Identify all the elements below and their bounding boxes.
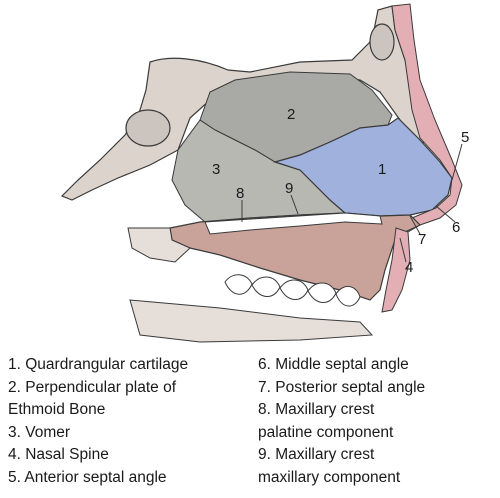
pointer-9 bbox=[290, 194, 299, 215]
lower-jaw bbox=[129, 299, 374, 343]
marker-9: 9 bbox=[285, 180, 293, 197]
legend-item-4: 4. Nasal Spine bbox=[8, 446, 109, 463]
marker-2: 2 bbox=[287, 106, 295, 123]
legend-right-column: 6. Middle septal angle 7. Posterior sept… bbox=[258, 354, 498, 489]
legend-item-7: 7. Posterior septal angle bbox=[258, 378, 426, 396]
legend-item-5: 5. Anterior septal angle bbox=[8, 468, 167, 486]
nasal-septum-illustration: 1 2 3 4 5 6 7 8 9 bbox=[60, 3, 469, 343]
soft-palate bbox=[127, 227, 191, 263]
pointer-4 bbox=[399, 237, 407, 263]
legend-item-3: 3. Vomer bbox=[8, 423, 71, 441]
legend-item-8: 8. Maxillary crest palatine component bbox=[258, 401, 394, 441]
teeth bbox=[224, 274, 361, 307]
legend-item-1: 1. Quardrangular cartilage bbox=[8, 356, 189, 373]
marker-3: 3 bbox=[212, 161, 220, 178]
sphenoid-sinus bbox=[125, 109, 171, 147]
legend-item-6: 6. Middle septal angle bbox=[258, 356, 409, 373]
legend-left-column: 1. Quardrangular cartilage 2. Perpendicu… bbox=[8, 354, 258, 489]
marker-1: 1 bbox=[378, 161, 386, 178]
frontal-sinus bbox=[369, 23, 395, 61]
legend-item-2: 2. Perpendicular plate of Ethmoid Bone bbox=[8, 378, 177, 419]
marker-8: 8 bbox=[236, 185, 244, 202]
marker-7: 7 bbox=[418, 231, 426, 248]
pointer-6 bbox=[435, 205, 456, 223]
pointer-lines bbox=[241, 143, 463, 263]
marker-6: 6 bbox=[452, 219, 460, 236]
marker-4: 4 bbox=[405, 259, 413, 276]
palate-band bbox=[204, 212, 383, 235]
pointer-7 bbox=[409, 215, 421, 235]
maxilla-palate bbox=[169, 212, 422, 301]
marker-5: 5 bbox=[461, 129, 469, 146]
legend-item-9: 9. Maxillary crest maxillary component bbox=[258, 446, 401, 486]
pointer-5 bbox=[451, 143, 463, 181]
